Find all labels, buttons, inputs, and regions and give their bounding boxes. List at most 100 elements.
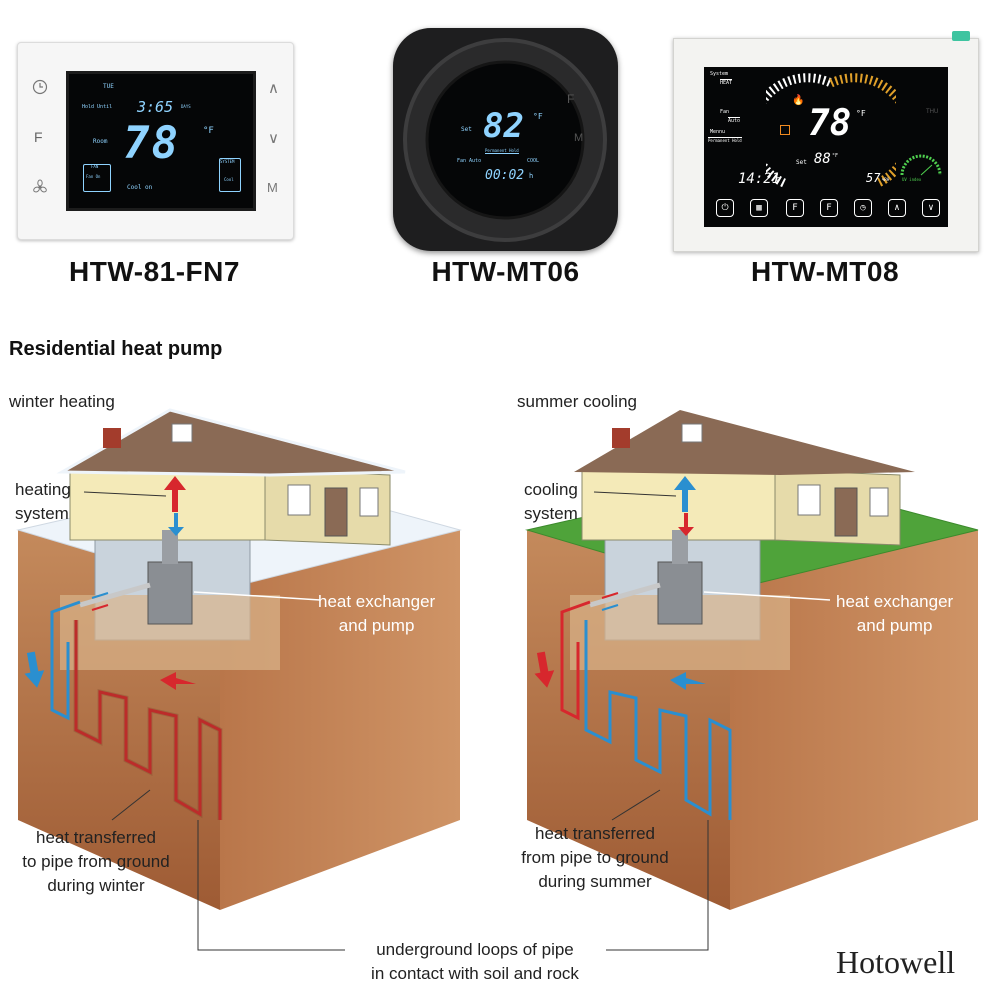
heating-system-label: heating system bbox=[15, 478, 71, 526]
set-temperature: 82 bbox=[483, 106, 524, 146]
clock-readout: 14:21 bbox=[738, 171, 781, 187]
leader-line bbox=[111, 789, 151, 821]
f-button-2[interactable]: F bbox=[820, 199, 838, 217]
humidity-readout: 57 bbox=[866, 171, 881, 185]
winter-transfer-line-3: during winter bbox=[47, 876, 145, 895]
fan-box-value: Fan On bbox=[86, 174, 101, 179]
hot-ground-loop bbox=[74, 620, 222, 820]
leader-line bbox=[193, 591, 321, 601]
house-window bbox=[359, 487, 379, 517]
down-button[interactable]: ∨ bbox=[922, 199, 940, 217]
summer-title: summer cooling bbox=[517, 392, 637, 411]
leader-line bbox=[703, 591, 831, 601]
heating-up-arrow bbox=[164, 476, 186, 512]
dial-ring bbox=[403, 38, 607, 242]
underground-loops-line-2: in contact with soil and rock bbox=[371, 964, 579, 983]
winter-exchanger-line-1: heat exchanger bbox=[318, 592, 436, 611]
leader-line bbox=[611, 789, 661, 821]
room-temperature: 78 bbox=[808, 103, 852, 144]
up-button[interactable]: ∧ bbox=[268, 80, 279, 97]
thermostat-screen: System HEAT Fan Auto Mennu Permanent Hol… bbox=[704, 67, 948, 227]
chimney bbox=[103, 428, 121, 448]
chimney bbox=[612, 428, 630, 448]
up-button[interactable]: ∧ bbox=[888, 199, 906, 217]
model-name-htw-mt08: HTW-MT08 bbox=[750, 256, 900, 287]
section-heading: Residential heat pump bbox=[9, 338, 223, 360]
thermostat-screen: Set 82 °F Permanent Hold Fan Auto COOL 0… bbox=[427, 62, 583, 218]
room-temperature: 78 bbox=[123, 118, 180, 169]
fan-value: Auto bbox=[728, 117, 741, 124]
day-label: THU bbox=[926, 109, 939, 115]
duct bbox=[162, 530, 178, 564]
button-row: ⏻ ▦ F F ◷ ∧ ∨ bbox=[714, 197, 942, 219]
fan-mode-label: Fan Auto bbox=[457, 158, 482, 164]
temp-unit: °F bbox=[856, 109, 866, 118]
fan-icon[interactable] bbox=[32, 179, 48, 195]
system-box-value: Cool bbox=[224, 177, 234, 182]
summer-transfer-label: heat transferred from pipe to ground dur… bbox=[500, 822, 690, 894]
f-button[interactable]: F bbox=[567, 92, 575, 106]
flow-arrow-right bbox=[91, 604, 109, 611]
clock-button[interactable]: ◷ bbox=[854, 199, 872, 217]
duct bbox=[672, 530, 688, 564]
basement-floor bbox=[570, 595, 790, 670]
heating-down-arrow bbox=[168, 513, 184, 536]
flow-arrow-right bbox=[601, 604, 619, 611]
f-button[interactable]: F bbox=[34, 129, 43, 145]
leader-line bbox=[83, 491, 167, 497]
power-button[interactable]: ⏻ bbox=[716, 199, 734, 217]
pipe-outline bbox=[73, 620, 223, 820]
house-window bbox=[797, 484, 821, 516]
time-readout: 3:65 bbox=[137, 98, 174, 116]
hot-return-loop bbox=[560, 600, 591, 721]
set-label: Set bbox=[796, 159, 807, 166]
menu-label: Mennu bbox=[710, 129, 726, 135]
uv-index-label: UV index bbox=[902, 177, 922, 182]
hold-label: Permanent Hold bbox=[485, 148, 519, 154]
summer-exchanger-line-1: heat exchanger bbox=[836, 592, 954, 611]
leader-line bbox=[197, 820, 345, 951]
house-window bbox=[869, 487, 889, 517]
cooling-system-label: cooling system bbox=[524, 478, 578, 526]
heating-system-line-1: heating bbox=[15, 480, 71, 499]
heat-exchanger bbox=[147, 561, 193, 625]
temp-unit: °F bbox=[533, 112, 543, 121]
cold-ground-loop bbox=[584, 620, 732, 820]
room-label: Room bbox=[93, 138, 108, 145]
ground-right-face bbox=[220, 530, 460, 910]
cooling-system-line-2: system bbox=[524, 504, 578, 523]
fan-box-title: FAN bbox=[91, 164, 99, 169]
menu-grid-button[interactable]: ▦ bbox=[750, 199, 768, 217]
cooling-system-line-1: cooling bbox=[524, 480, 578, 499]
supply-pipe bbox=[589, 582, 661, 608]
house-roof bbox=[574, 410, 915, 475]
summer-diagram bbox=[525, 410, 979, 951]
house-window bbox=[681, 423, 703, 443]
system-value: HEAT bbox=[720, 79, 733, 86]
summer-exchanger-line-2: and pump bbox=[856, 616, 933, 635]
fan-box: FAN Fan On bbox=[83, 164, 111, 192]
hold-label: Hold Until bbox=[82, 104, 113, 110]
winter-transfer-label: heat transferred to pipe from ground dur… bbox=[6, 826, 186, 898]
heating-system-line-2: system bbox=[15, 504, 69, 523]
flow-arrow-left bbox=[91, 592, 109, 599]
cold-return-loop bbox=[50, 600, 81, 721]
clock-icon[interactable] bbox=[32, 79, 48, 95]
thermostat-screen: TUE Hold Until 3:65 DAYS Room 78 °F FAN … bbox=[66, 71, 256, 211]
house-front bbox=[581, 469, 776, 541]
mode-button[interactable]: M bbox=[267, 180, 278, 195]
winter-exchanger-label: heat exchanger and pump bbox=[318, 590, 435, 638]
house-door bbox=[834, 487, 858, 537]
down-button[interactable]: ∨ bbox=[268, 130, 279, 147]
mode-button[interactable]: M bbox=[574, 132, 584, 144]
summer-transfer-line-3: during summer bbox=[538, 872, 652, 891]
summer-transfer-line-1: heat transferred bbox=[534, 824, 655, 843]
ground-right-face bbox=[730, 530, 978, 910]
winter-title: winter heating bbox=[9, 392, 115, 411]
brand-logo: Hotowell bbox=[836, 944, 956, 980]
f-button[interactable]: F bbox=[786, 199, 804, 217]
supply-pipe bbox=[79, 582, 151, 608]
leader-line bbox=[606, 820, 709, 951]
cooling-down-arrow bbox=[678, 513, 694, 536]
underground-loops-label: underground loops of pipe in contact wit… bbox=[330, 938, 620, 986]
